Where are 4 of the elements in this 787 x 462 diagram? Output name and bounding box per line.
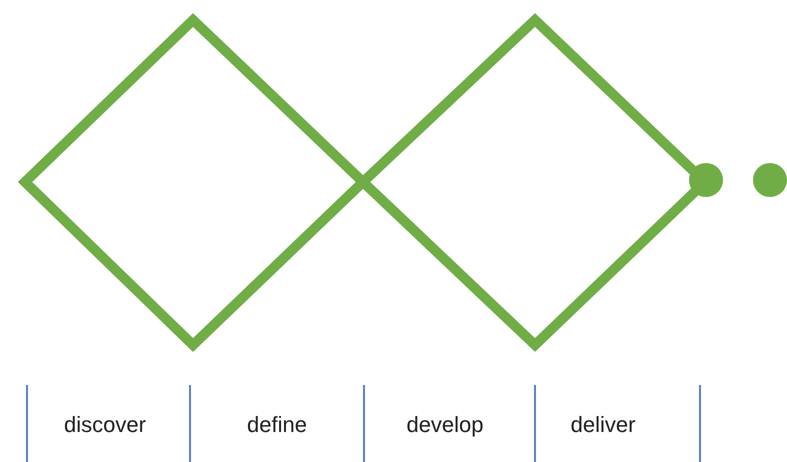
phase-label: deliver — [570, 412, 636, 438]
phase-label: discover — [64, 412, 146, 438]
phase-label: define — [247, 412, 307, 438]
phase-label: develop — [406, 412, 484, 438]
